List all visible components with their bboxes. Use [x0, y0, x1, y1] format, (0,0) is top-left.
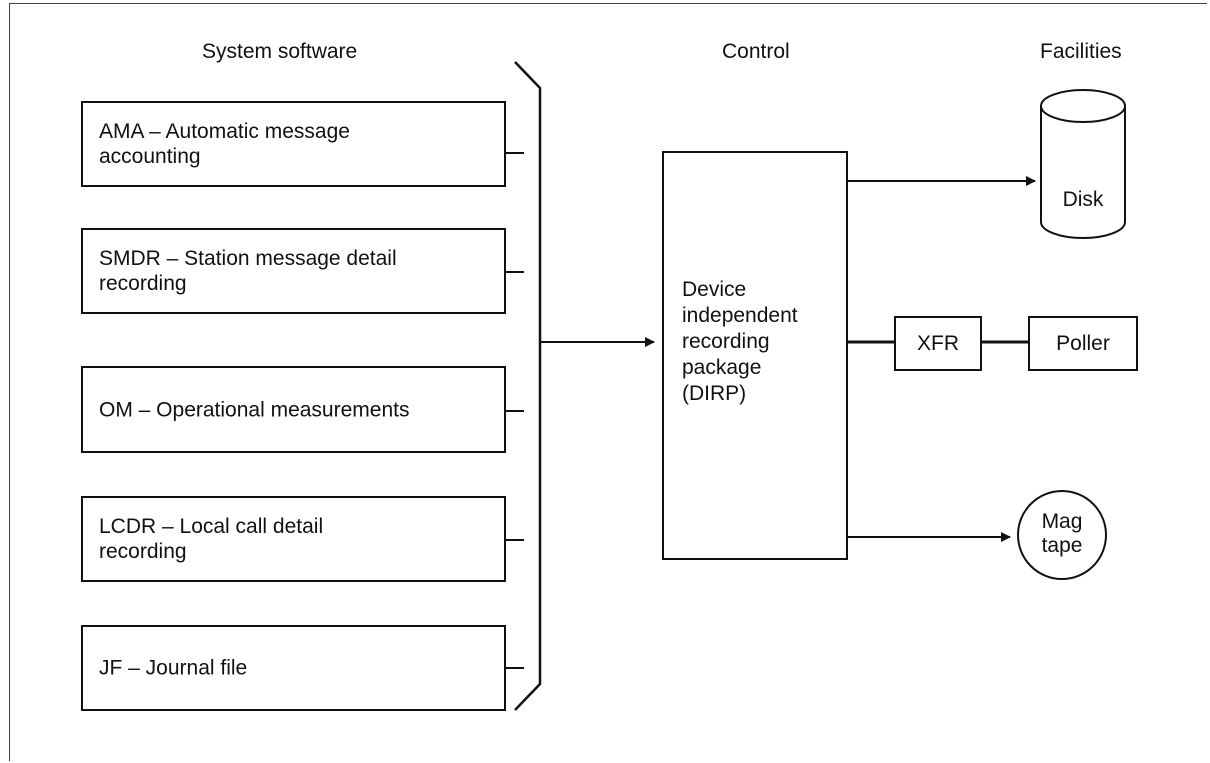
software-label: LCDR – Local call detail	[99, 515, 324, 538]
dirp-line: (DIRP)	[682, 382, 747, 405]
software-label: OM – Operational measurements	[99, 398, 410, 421]
dirp-line: Device	[682, 278, 747, 301]
dirp-line: independent	[682, 304, 798, 327]
heading-control: Control	[722, 40, 790, 63]
diagram-frame	[9, 3, 1207, 761]
disk-label: Disk	[1062, 188, 1104, 211]
heading-facilities: Facilities	[1040, 40, 1122, 63]
software-box-smdr: SMDR – Station message detail recording	[81, 228, 506, 314]
poller-label: Poller	[1056, 331, 1110, 355]
software-label-cont: accounting	[99, 145, 201, 168]
mag-tape-label: Mag tape	[1022, 510, 1102, 558]
software-box-jf: JF – Journal file	[81, 625, 506, 711]
xfr-label: XFR	[917, 331, 959, 355]
mag-tape-circle-icon	[1017, 490, 1107, 580]
system-software-brace	[514, 61, 542, 711]
software-label-cont: recording	[99, 272, 187, 295]
software-box-lcdr: LCDR – Local call detail recording	[81, 496, 506, 582]
software-label: JF – Journal file	[99, 656, 248, 680]
mag-tape-label-line1: Mag	[1041, 510, 1083, 533]
dirp-line: package	[682, 356, 762, 379]
heading-system-software: System software	[202, 40, 358, 63]
software-box-ama: AMA – Automatic message accounting	[81, 101, 506, 187]
disk-cylinder-icon	[1040, 89, 1126, 239]
mag-tape-label-line2: tape	[1041, 534, 1083, 557]
software-label: AMA – Automatic message	[99, 120, 350, 143]
xfr-box: XFR	[894, 316, 982, 371]
poller-box: Poller	[1028, 316, 1138, 371]
dirp-box: Device independent recording package (DI…	[662, 151, 848, 560]
software-label-cont: recording	[99, 540, 187, 563]
software-label: SMDR – Station message detail	[99, 247, 397, 270]
software-box-om: OM – Operational measurements	[81, 366, 506, 453]
dirp-line: recording	[682, 330, 770, 353]
